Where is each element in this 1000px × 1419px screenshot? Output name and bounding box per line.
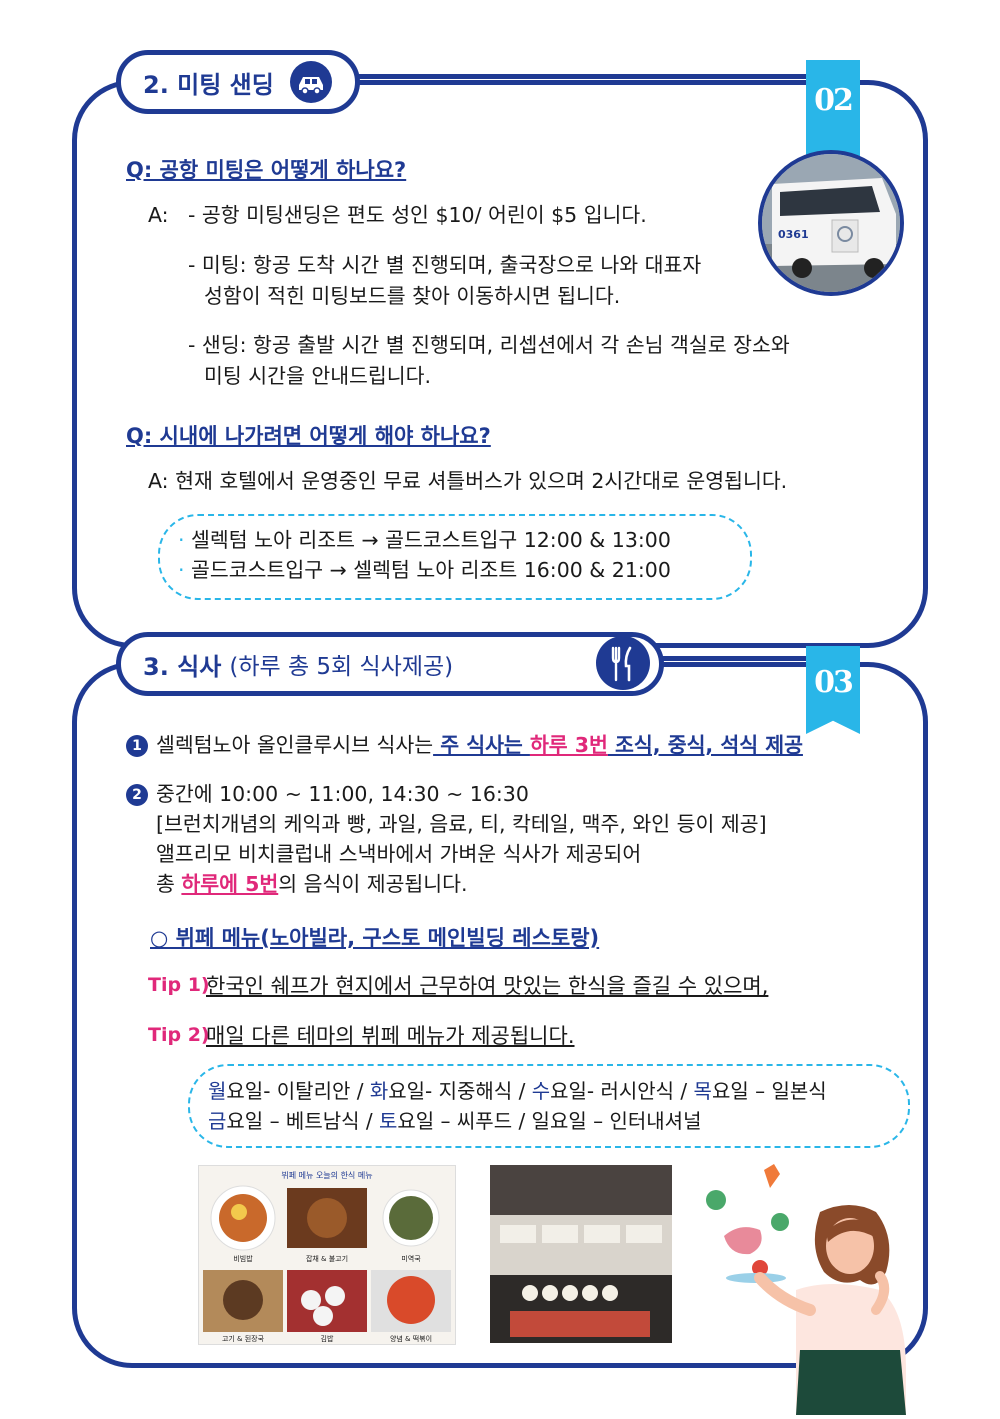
section3-tab: 3. 식사 (하루 총 5회 식사제공) [116, 632, 664, 696]
section3-title: 3. 식사 [143, 652, 222, 681]
shuttle-route-1: · 셀렉텀 노아 리조트 → 골드코스트입구 12:00 & 13:00 [178, 528, 671, 552]
day-fri-theme: 요일 – 베트남식 / [226, 1109, 379, 1133]
buffet-menu-heading: ○ 뷔페 메뉴(노아빌라, 구스토 메인빌딩 레스토랑) [150, 926, 600, 950]
section2-tab: 2. 미팅 샌딩 [116, 50, 360, 114]
day-wed-theme: 요일- 러시안식 / [550, 1079, 694, 1103]
menu-caption-5: 김밥 [320, 1335, 334, 1343]
menu-caption-3: 미역국 [401, 1255, 421, 1263]
buffet-photo [490, 1165, 672, 1343]
section2-badge-number: 02 [814, 83, 854, 118]
broccoli-icon [706, 1190, 726, 1210]
day-sat: 토 [378, 1109, 398, 1133]
day-fri: 금 [208, 1109, 227, 1133]
weekly-theme-box [188, 1064, 910, 1148]
question-go-downtown: Q: 시내에 나가려면 어떻게 해야 하나요? [126, 424, 491, 448]
meal-item-2-line-2: [브런치개념의 케익과 빵, 과일, 음료, 티, 칵테일, 맥주, 와인 등이… [156, 812, 767, 836]
tomato-icon [752, 1260, 768, 1276]
day-tue-theme: 요일- 지중해식 / [388, 1079, 532, 1103]
meal-item-2-line-4-b: 의 음식이 제공됩니다. [278, 872, 468, 896]
question-airport-meeting: Q: 공항 미팅은 어떻게 하나요? [126, 158, 407, 182]
weekly-theme-line-1: 월요일- 이탈리안 / 화요일- 지중해식 / 수요일- 러시안식 / 목요일 … [208, 1076, 827, 1106]
shuttle-bus-photo: 0361 [758, 150, 904, 296]
dining-icon [596, 636, 650, 690]
meal-item-2-line-1: 2 중간에 10:00 ~ 11:00, 14:30 ~ 16:30 [126, 779, 529, 809]
car-icon [289, 61, 332, 103]
day-thu: 목 [693, 1079, 712, 1103]
answer1-line-5: 미팅 시간을 안내드립니다. [204, 364, 432, 388]
tip1-label: Tip 1) [148, 974, 210, 996]
meal-item-1-underline-2: 조식, 중식, 석식 제공 [607, 733, 803, 757]
day-mon: 월 [208, 1079, 227, 1103]
answer1-line-2: - 미팅: 항공 도착 시간 별 진행되며, 출국장으로 나와 대표자 [188, 253, 702, 277]
meat-icon [724, 1227, 762, 1255]
shuttle-route-1-text: 셀렉텀 노아 리조트 → 골드코스트입구 12:00 & 13:00 [191, 528, 671, 552]
menu-caption-6: 양념 & 떡볶이 [389, 1335, 433, 1343]
section3-badge-number: 03 [814, 665, 854, 700]
menu-caption-2: 잡채 & 불고기 [305, 1255, 349, 1263]
answer1-line-3: 성함이 적힌 미팅보드를 찾아 이동하시면 됩니다. [204, 284, 621, 308]
answer1-line-1: - 공항 미팅샌딩은 편도 성인 $10/ 어린이 $5 입니다. [188, 203, 647, 227]
number-1-icon: 1 [126, 735, 148, 757]
weekly-theme-line-2: 금요일 – 베트남식 / 토요일 – 씨푸드 / 일요일 – 인터내셔널 [208, 1106, 701, 1136]
meal-item-1: 1 셀렉텀노아 올인클루시브 식사는 주 식사는 하루 3번 조식, 중식, 석식… [126, 730, 803, 760]
korean-menu-photo: 뷔페 메뉴 오늘의 한식 메뉴 비빔밥 잡채 & 불고기 미역국 고기 & 된장… [198, 1165, 456, 1345]
korean-menu-photo-header: 뷔페 메뉴 오늘의 한식 메뉴 [281, 1171, 373, 1180]
answer1-prefix: A: [148, 203, 169, 227]
meal-item-1-highlight: 하루 3번 [529, 733, 608, 757]
section2-title: 2. 미팅 샌딩 [143, 70, 274, 99]
meal-item-2-line-4-a: 총 [156, 872, 182, 896]
answer1-line-4: - 샌딩: 항공 출발 시간 별 진행되며, 리셉션에서 각 손님 객실로 장소… [188, 333, 790, 357]
shuttle-route-2-text: 골드코스트입구 → 셀렉텀 노아 리조트 16:00 & 21:00 [191, 558, 671, 582]
meal-item-1-underline-1: 주 식사는 [433, 733, 530, 757]
number-2-icon: 2 [126, 784, 148, 806]
tip2-label: Tip 2) [148, 1024, 210, 1046]
meal-item-2-line-4: 총 하루에 5번의 음식이 제공됩니다. [156, 869, 468, 899]
meal-item-2-line-3: 앨프리모 비치클럽내 스낵바에서 가벼운 식사가 제공되어 [156, 842, 642, 866]
section2-tab-line [355, 74, 815, 79]
section3-badge: 03 [806, 646, 860, 734]
bus-number-text: 0361 [778, 228, 809, 241]
menu-caption-4: 고기 & 된장국 [221, 1335, 265, 1343]
section3-subtitle: (하루 총 5회 식사제공) [229, 654, 454, 680]
shuttle-schedule-box [158, 514, 752, 600]
shuttle-route-2: · 골드코스트입구 → 셀렉텀 노아 리조트 16:00 & 21:00 [178, 558, 671, 582]
tip1-text: 한국인 쉐프가 현지에서 근무하여 맛있는 한식을 즐길 수 있으며, [206, 974, 769, 998]
meal-item-1-text: 셀렉텀노아 올인클루시브 식사는 [156, 733, 434, 757]
meal-item-2-highlight: 하루에 5번 [181, 872, 279, 896]
tip2-text: 매일 다른 테마의 뷔페 메뉴가 제공됩니다. [206, 1024, 575, 1048]
day-tue: 화 [369, 1079, 389, 1103]
day-mon-theme: 요일- 이탈리안 / [226, 1079, 370, 1103]
meal-item-2-time: 중간에 10:00 ~ 11:00, 14:30 ~ 16:30 [156, 782, 529, 806]
day-wed: 수 [531, 1079, 551, 1103]
carrot-icon [764, 1164, 780, 1188]
answer2: A: 현재 호텔에서 운영중인 무료 셔틀버스가 있으며 2시간대로 운영됩니다… [148, 469, 788, 493]
section3-tab-line [660, 656, 820, 661]
day-thu-theme: 요일 – 일본식 [711, 1079, 827, 1103]
menu-caption-1: 비빔밥 [233, 1255, 253, 1263]
woman-holding-food-illustration [700, 1160, 930, 1415]
day-sat-theme: 요일 – 씨푸드 / 일요일 – 인터내셔널 [397, 1109, 702, 1133]
